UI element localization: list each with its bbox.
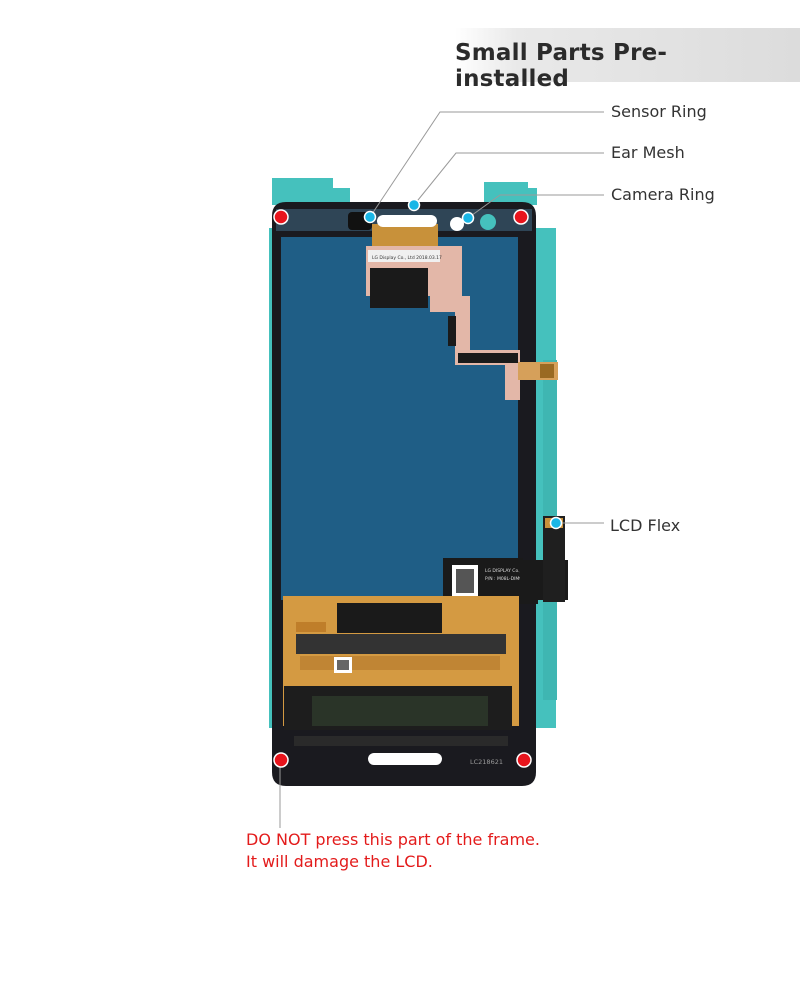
lower-board [283, 596, 519, 730]
warning-line-2: It will damage the LCD. [246, 852, 433, 871]
camera-lens [450, 217, 464, 231]
press-warning-marker-bottom-left [273, 752, 289, 768]
top-flex-cable: LG Display Co., Ltd 2018.03.17 [366, 224, 558, 400]
bottom-bezel: LC218621 [294, 736, 508, 766]
press-warning-marker-bottom-right [516, 752, 532, 768]
bottom-code-text: LC218621 [470, 758, 503, 766]
lcd-flex-marker [549, 516, 563, 530]
callout-lines [279, 111, 604, 828]
title-banner: Small Parts Pre-installed [455, 28, 800, 92]
ear-mesh-marker [407, 198, 421, 212]
lower-sticker-line1: LG DISPLAY Co., Ltd. [485, 568, 531, 574]
sensor-ring-marker [363, 210, 377, 224]
lcd-flex-label: LCD Flex [610, 516, 681, 535]
press-warning-marker-top-left [273, 209, 289, 225]
banner-title: Small Parts Pre-installed [455, 40, 668, 92]
ear-speaker-grille [377, 215, 437, 227]
top-bezel-details [348, 212, 496, 231]
press-warning-marker-top-right [513, 209, 529, 225]
lower-sticker-line2: P/N : M08L-DIM9T84 [485, 576, 531, 582]
top-sticker-text: LG Display Co., Ltd 2018.03.17 [372, 255, 442, 261]
bottom-speaker-grille [368, 753, 442, 765]
warning-line-1: DO NOT press this part of the frame. [246, 830, 540, 849]
sensor-ring-label: Sensor Ring [611, 102, 707, 121]
camera-ring-label: Camera Ring [611, 185, 715, 204]
camera-ring-marker [461, 211, 475, 225]
ear-mesh-label: Ear Mesh [611, 143, 685, 162]
